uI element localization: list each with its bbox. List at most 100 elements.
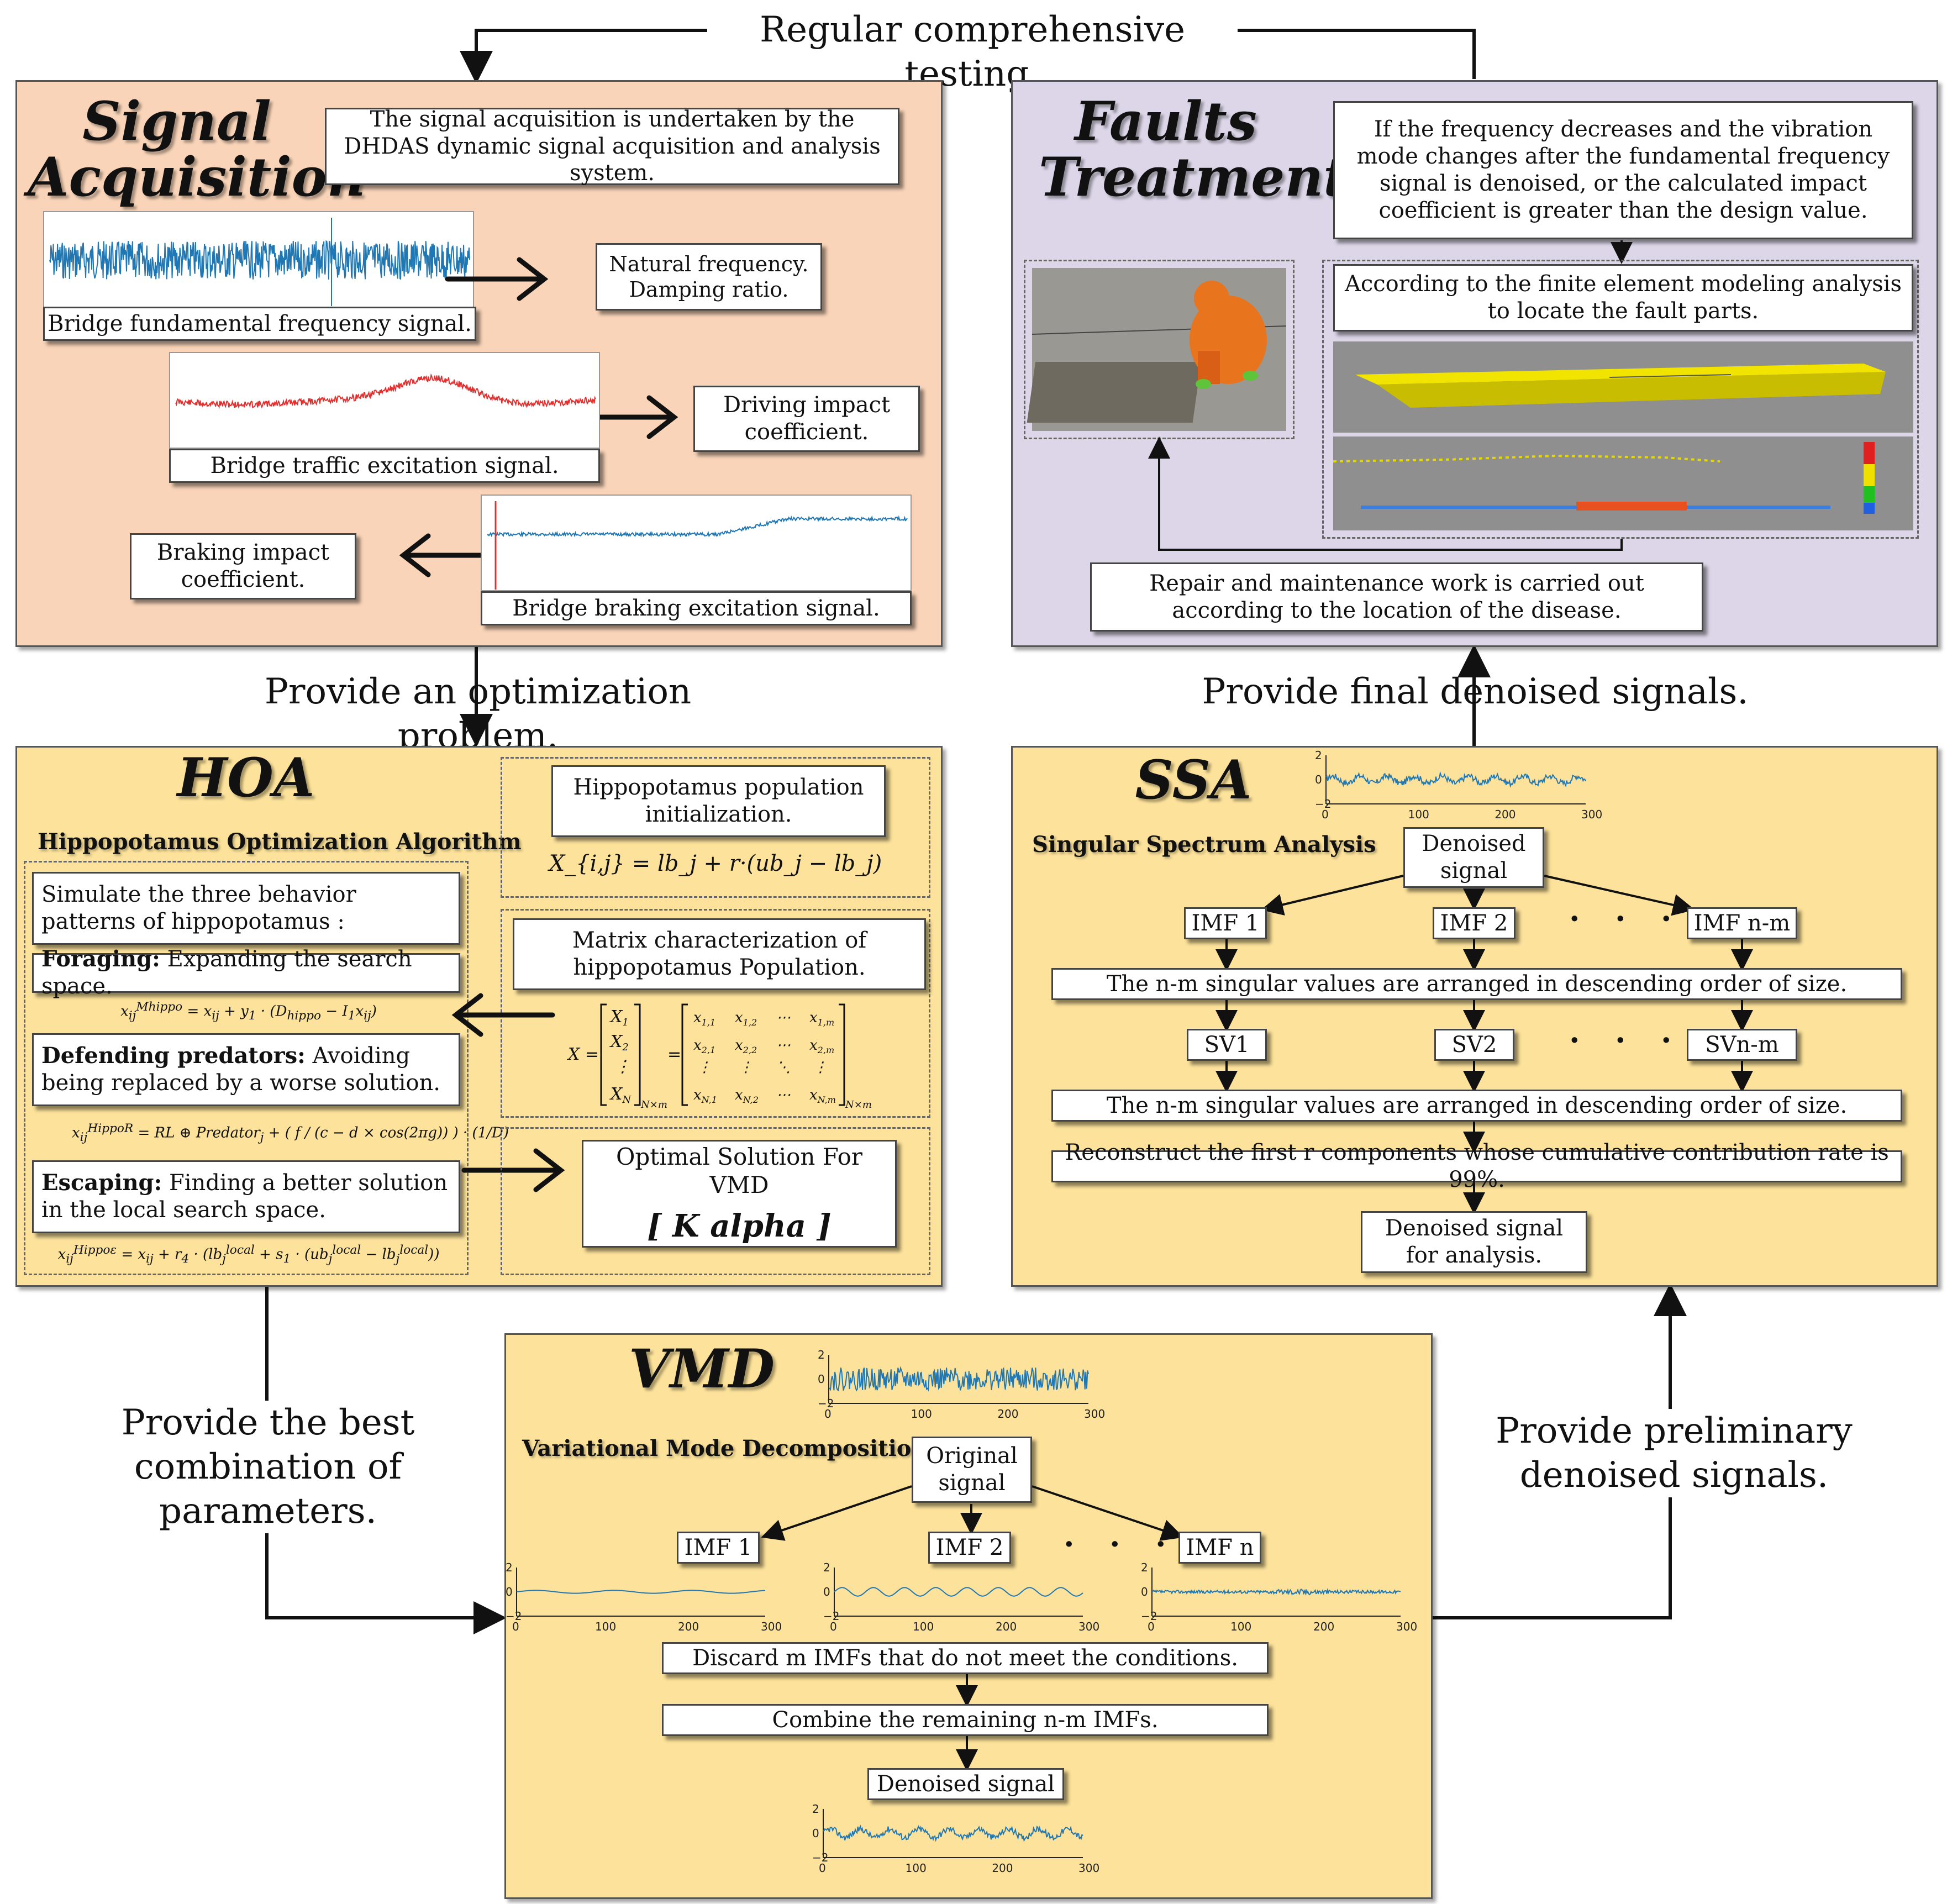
svg-text:⋯: ⋯	[776, 1009, 791, 1026]
ssa-svnm: SVn-m	[1687, 1029, 1797, 1061]
x-tick-label: 200	[996, 1620, 1017, 1633]
x-tick-label: 300	[1084, 1407, 1105, 1421]
optimal-label: Optimal Solution For VMD	[615, 1143, 863, 1199]
ssa-imfnm: IMF n-m	[1687, 907, 1797, 939]
traffic-signal-label: Bridge traffic excitation signal.	[169, 449, 600, 483]
svg-text:⋮: ⋮	[697, 1059, 712, 1076]
y-tick-label: −2	[818, 1397, 834, 1410]
foraging-box: Foraging: Expanding the search space.	[32, 946, 460, 999]
x-tick-label: 200	[1313, 1620, 1334, 1633]
natural-frequency-box: Natural frequency. Damping ratio.	[596, 243, 822, 311]
ssa-output: Denoised signal for analysis.	[1361, 1211, 1587, 1273]
vmd-imf-dots: · · ·	[1064, 1526, 1178, 1563]
x-tick-label: 100	[911, 1407, 932, 1421]
init-frame	[501, 757, 930, 898]
hoa-to-vmd-arrow	[265, 1284, 507, 1634]
hoa-title: HOA	[177, 746, 315, 809]
signal-trace	[516, 1590, 766, 1594]
fundamental-signal-label: Bridge fundamental frequency signal.	[43, 307, 476, 341]
vmd-imf1: IMF 1	[677, 1532, 760, 1564]
optimization-label: Provide an optimization problem.	[264, 671, 692, 756]
x-tick-label: 300	[1078, 1620, 1099, 1633]
y-tick-label: −2	[1315, 797, 1331, 811]
signal-acquisition-title: Signal Acquisition	[28, 90, 366, 208]
fem-locate-box: According to the finite element modeling…	[1333, 264, 1913, 332]
traffic-signal-plot	[169, 352, 600, 449]
svg-text:N×m: N×m	[640, 1099, 667, 1111]
escaping-formula: xijHippoε = xij + r4 · (lbjlocal + s1 · …	[57, 1243, 440, 1266]
defending-box: Defending predators: Avoiding being repl…	[32, 1033, 460, 1106]
x-tick-label: 200	[678, 1620, 699, 1633]
defending-formula: xijHippoR = RL ⊕ Predatorj + ( f / (c − …	[72, 1122, 509, 1144]
svg-text:⋯: ⋯	[776, 1037, 791, 1054]
vmd-denoised-box: Denoised signal	[867, 1768, 1064, 1800]
ssa-imf-dots: · · ·	[1569, 901, 1684, 937]
y-tick-label: −2	[812, 1851, 828, 1864]
final-denoised-label: Provide final denoised signals.	[1202, 671, 1749, 712]
braking-signal-label: Bridge braking excitation signal.	[481, 591, 912, 625]
x-tick-label: 300	[1581, 808, 1602, 821]
y-tick-label: 0	[506, 1585, 513, 1598]
x-tick-label: 200	[992, 1861, 1013, 1875]
escaping-box: Escaping: Finding a better solution in t…	[32, 1160, 460, 1233]
y-tick-label: 0	[1315, 773, 1322, 786]
x-tick-label: 300	[1396, 1620, 1417, 1633]
fem-model-mode	[1333, 436, 1913, 530]
y-tick-label: 2	[1141, 1561, 1148, 1574]
x-tick-label: 0	[1322, 808, 1329, 821]
x-tick-label: 100	[1408, 808, 1429, 821]
svg-text:X =: X =	[567, 1045, 599, 1064]
ssa-step-sv1: The n-m singular values are arranged in …	[1051, 968, 1902, 1000]
x-tick-label: 300	[761, 1620, 782, 1633]
vmd-combine: Combine the remaining n-m IMFs.	[662, 1704, 1269, 1736]
x-tick-label: 0	[1148, 1620, 1155, 1633]
x-tick-label: 0	[830, 1620, 837, 1633]
ssa-step-sv2: The n-m singular values are arranged in …	[1051, 1090, 1902, 1122]
x-tick-label: 0	[819, 1861, 826, 1875]
svg-text:XN: XN	[609, 1085, 632, 1106]
braking-impact-box: Braking impact coefficient.	[130, 533, 356, 599]
y-tick-label: 0	[818, 1372, 825, 1386]
signal-trace	[834, 1587, 1083, 1597]
braking-signal-plot	[481, 495, 912, 591]
repair-box: Repair and maintenance work is carried o…	[1090, 562, 1703, 632]
x-tick-label: 0	[824, 1407, 832, 1421]
signal-trace	[1151, 1588, 1401, 1596]
ssa-imf2: IMF 2	[1433, 907, 1515, 939]
svg-text:⋮: ⋮	[813, 1059, 828, 1076]
vmd-title: VMD	[629, 1338, 775, 1400]
ssa-sv-dots: · · ·	[1569, 1022, 1684, 1059]
svg-text:x2,m: x2,m	[809, 1037, 834, 1055]
optimal-box: Optimal Solution For VMD [ K alpha ]	[582, 1140, 897, 1248]
y-tick-label: 2	[818, 1348, 825, 1361]
optimal-frame	[501, 1127, 930, 1275]
y-tick-label: 2	[506, 1561, 513, 1574]
x-tick-label: 200	[1495, 808, 1515, 821]
y-tick-label: 0	[812, 1827, 819, 1840]
y-tick-label: 2	[1315, 749, 1322, 762]
init-box: Hippopotamus population initialization.	[551, 765, 886, 837]
y-tick-label: −2	[823, 1610, 839, 1623]
ssa-imf1: IMF 1	[1184, 907, 1267, 939]
y-tick-label: −2	[506, 1610, 522, 1623]
x-tick-label: 100	[595, 1620, 616, 1633]
fem-frame	[1322, 260, 1919, 539]
driving-impact-box: Driving impact coefficient.	[693, 386, 920, 452]
x-tick-label: 100	[906, 1861, 927, 1875]
fault-condition-box: If the frequency decreases and the vibra…	[1333, 101, 1913, 239]
x-tick-label: 100	[913, 1620, 934, 1633]
x-tick-label: 0	[512, 1620, 519, 1633]
ssa-sv2: SV2	[1434, 1029, 1514, 1061]
vmd-imfn: IMF n	[1178, 1532, 1261, 1564]
y-tick-label: 0	[1141, 1585, 1148, 1598]
